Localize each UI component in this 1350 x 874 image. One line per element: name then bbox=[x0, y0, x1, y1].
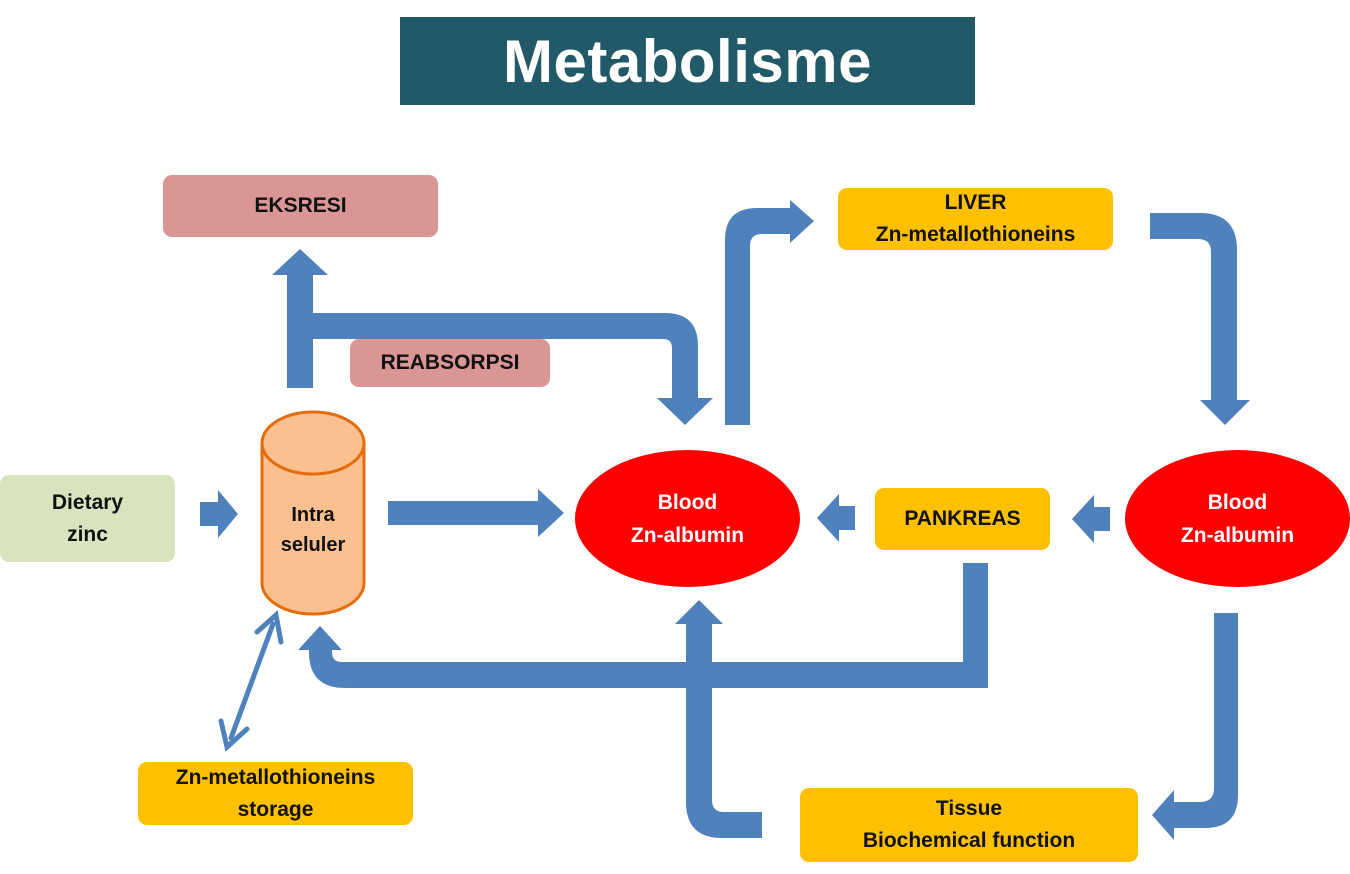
tissue-line-2: Biochemical function bbox=[862, 829, 1076, 852]
arrow-intra-to-blood bbox=[388, 489, 564, 537]
dietary-line-2: zinc bbox=[67, 522, 108, 546]
eksresi-box: EKSRESI bbox=[163, 175, 438, 237]
arrow-blood-to-liver bbox=[725, 200, 814, 425]
intraseluler-line-1: Intra bbox=[291, 504, 335, 526]
dietary-line-1: Dietary bbox=[51, 490, 124, 514]
arrow-tissue-to-blood bbox=[675, 600, 762, 838]
arrow-pankreas-to-intra bbox=[298, 563, 988, 688]
liver-line-2: Zn-metallothioneins bbox=[875, 223, 1076, 246]
arrow-reabsorpsi bbox=[313, 313, 713, 425]
arrow-blood-to-tissue bbox=[1152, 613, 1238, 840]
dietary-zinc-box: Dietary zinc bbox=[0, 475, 175, 562]
pankreas-label: PANKREAS bbox=[904, 507, 1021, 530]
blood-left-line-1: Blood bbox=[657, 490, 718, 514]
arrow-intra-storage bbox=[218, 610, 284, 752]
blood-left-line-2: Zn-albumin bbox=[630, 523, 745, 547]
cylinder-icon bbox=[260, 410, 366, 616]
arrow-blood-to-pankreas bbox=[1072, 495, 1110, 543]
intraseluler-label: Intra seluler bbox=[262, 500, 364, 560]
blood-right-line-2: Zn-albumin bbox=[1180, 523, 1295, 547]
arrow-dietary-to-intra bbox=[200, 490, 238, 538]
pankreas-box: PANKREAS bbox=[875, 488, 1050, 550]
title-banner: Metabolisme bbox=[400, 17, 975, 105]
liver-box: LIVER Zn-metallothioneins bbox=[838, 188, 1113, 250]
blood-left-ellipse: Blood Zn-albumin bbox=[575, 450, 800, 587]
arrow-to-eksresi bbox=[272, 249, 328, 388]
page-title: Metabolisme bbox=[503, 27, 872, 95]
storage-line-1: Zn-metallothioneins bbox=[175, 765, 376, 789]
reabsorpsi-box: REABSORPSI bbox=[350, 339, 550, 387]
tissue-box: Tissue Biochemical function bbox=[800, 788, 1138, 862]
liver-line-1: LIVER bbox=[944, 191, 1007, 214]
storage-line-2: storage bbox=[237, 797, 314, 821]
arrow-liver-to-blood bbox=[1150, 213, 1250, 425]
reabsorpsi-label: REABSORPSI bbox=[380, 351, 520, 374]
arrow-pankreas-to-blood bbox=[817, 494, 855, 542]
eksresi-label: EKSRESI bbox=[254, 194, 347, 217]
intraseluler-line-2: seluler bbox=[280, 534, 346, 556]
blood-right-line-1: Blood bbox=[1207, 490, 1268, 514]
tissue-line-1: Tissue bbox=[935, 797, 1003, 820]
blood-right-ellipse: Blood Zn-albumin bbox=[1125, 450, 1350, 587]
storage-box: Zn-metallothioneins storage bbox=[138, 762, 413, 825]
